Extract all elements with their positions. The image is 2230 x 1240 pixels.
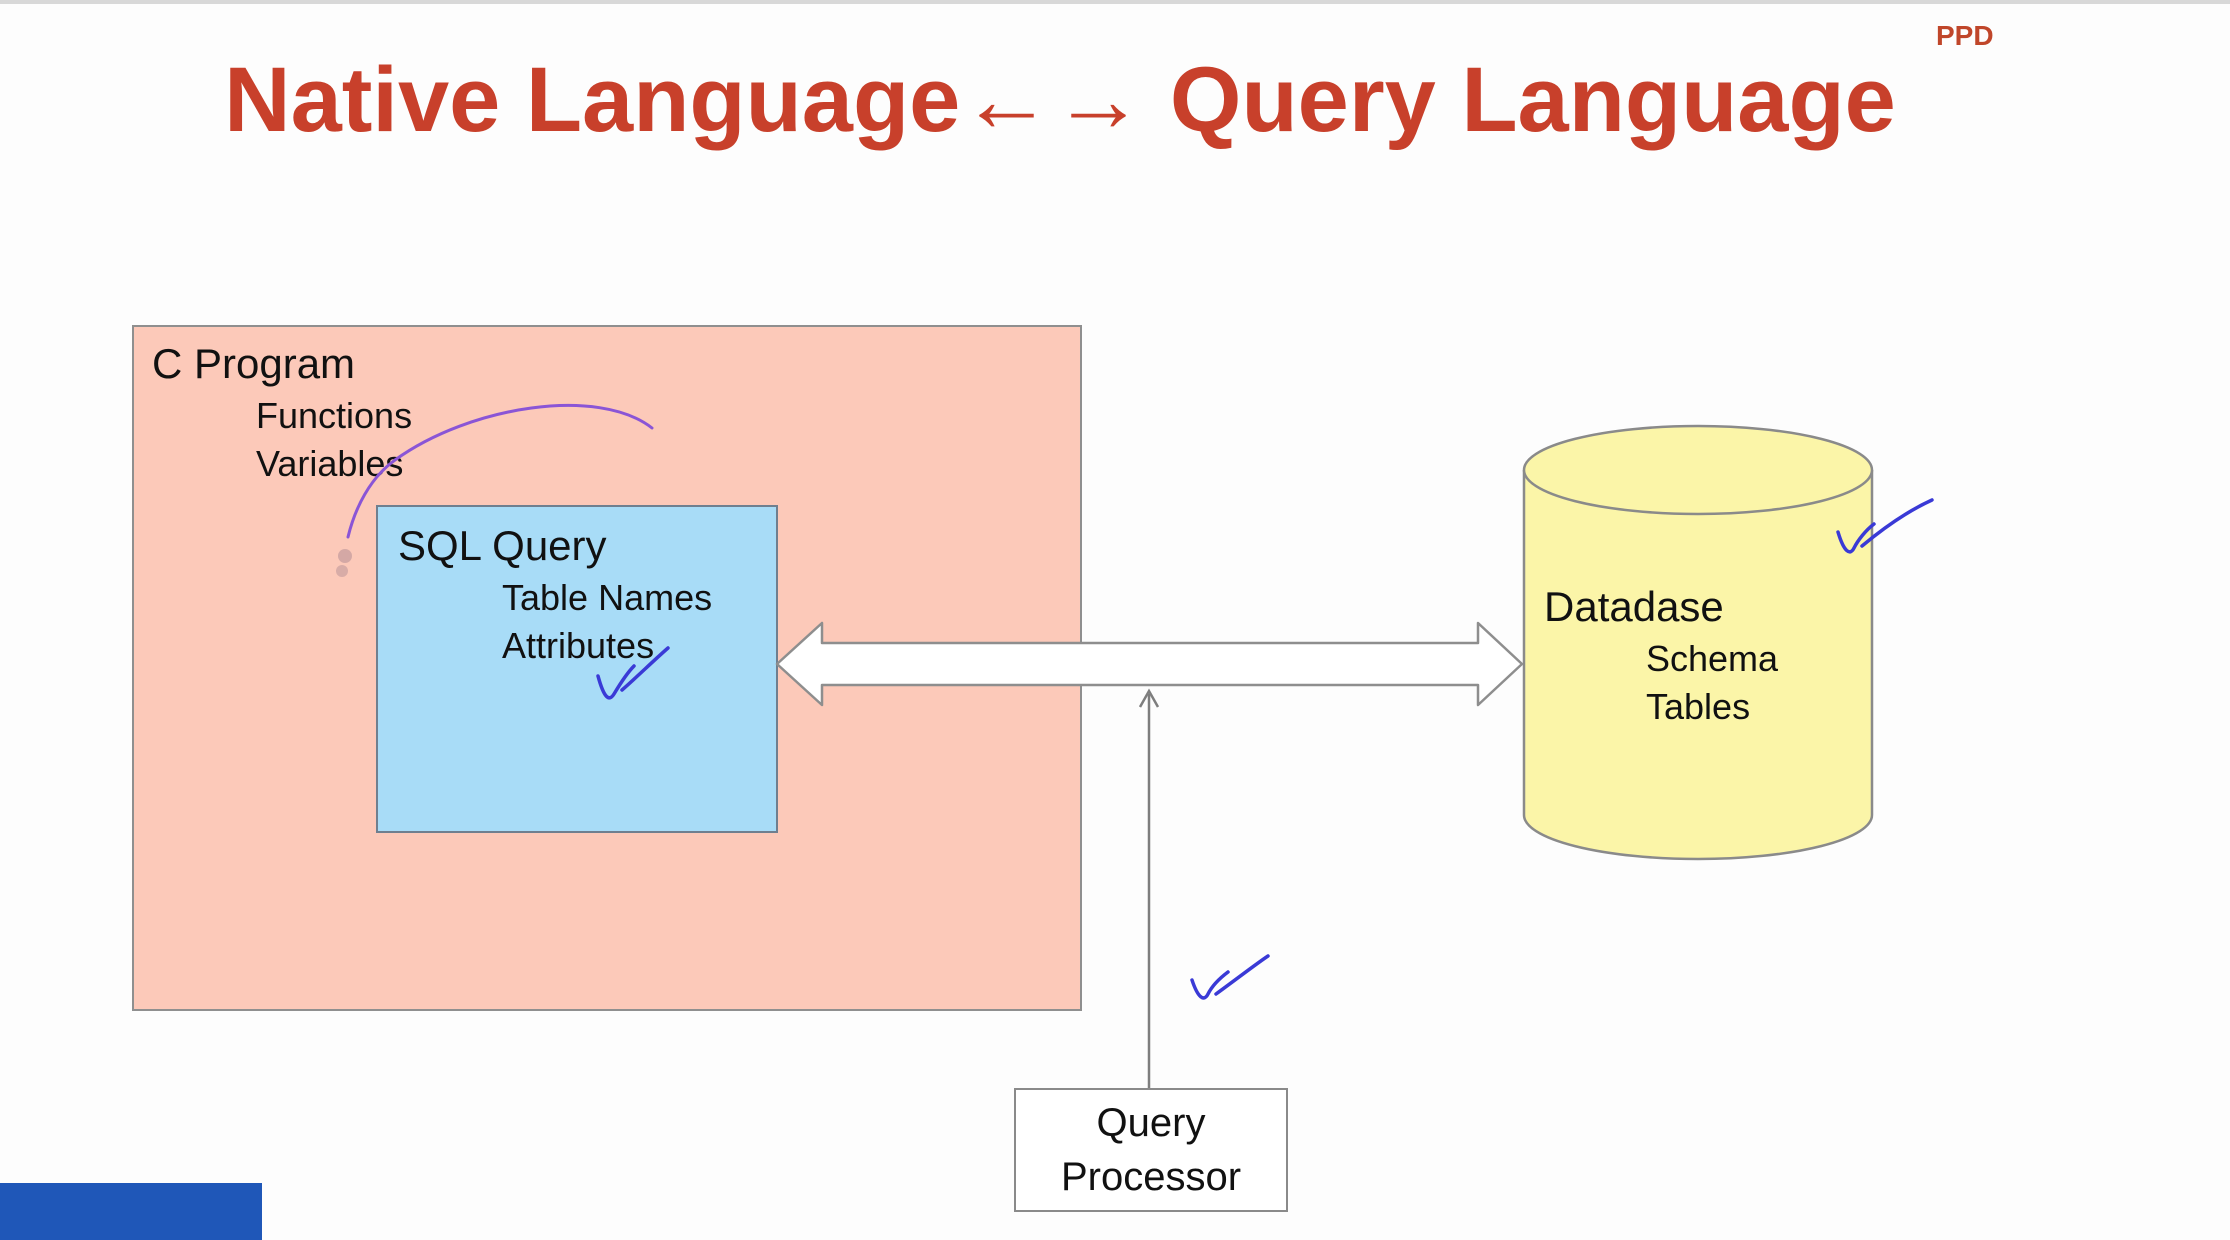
query-processor-connector bbox=[1138, 688, 1160, 1088]
c-program-title: C Program bbox=[152, 340, 356, 387]
slide-title: Native Language←→ Query Language bbox=[224, 49, 1896, 151]
corner-thumbnail bbox=[0, 1183, 262, 1240]
bidirectional-arrow bbox=[775, 621, 1524, 707]
sql-query-title: SQL Query bbox=[398, 522, 607, 569]
database-item: Tables bbox=[1646, 686, 1751, 727]
query-processor-label: Processor bbox=[1060, 1155, 1242, 1199]
database-item: Schema bbox=[1646, 638, 1779, 679]
c-program-item: Functions bbox=[256, 395, 413, 436]
database-title: Datadase bbox=[1544, 583, 1724, 630]
annotation-dot bbox=[336, 565, 348, 577]
c-program-item: Variables bbox=[256, 443, 404, 484]
top-rule bbox=[0, 0, 2230, 4]
check-mark-icon bbox=[1836, 498, 1934, 554]
sql-query-item: Table Names bbox=[502, 577, 713, 618]
query-processor-box: Query Processor bbox=[1014, 1088, 1288, 1212]
query-processor-label: Query bbox=[1096, 1101, 1206, 1145]
sql-query-box bbox=[376, 505, 778, 833]
purple-annotation-curve bbox=[346, 403, 654, 539]
sql-query-item: Attributes bbox=[502, 625, 655, 666]
brand-logo: PPD bbox=[1936, 20, 1994, 51]
check-mark-icon bbox=[596, 646, 670, 700]
annotation-dot bbox=[338, 549, 352, 563]
check-mark-icon bbox=[1190, 954, 1270, 1000]
database-cylinder bbox=[1522, 424, 1874, 861]
